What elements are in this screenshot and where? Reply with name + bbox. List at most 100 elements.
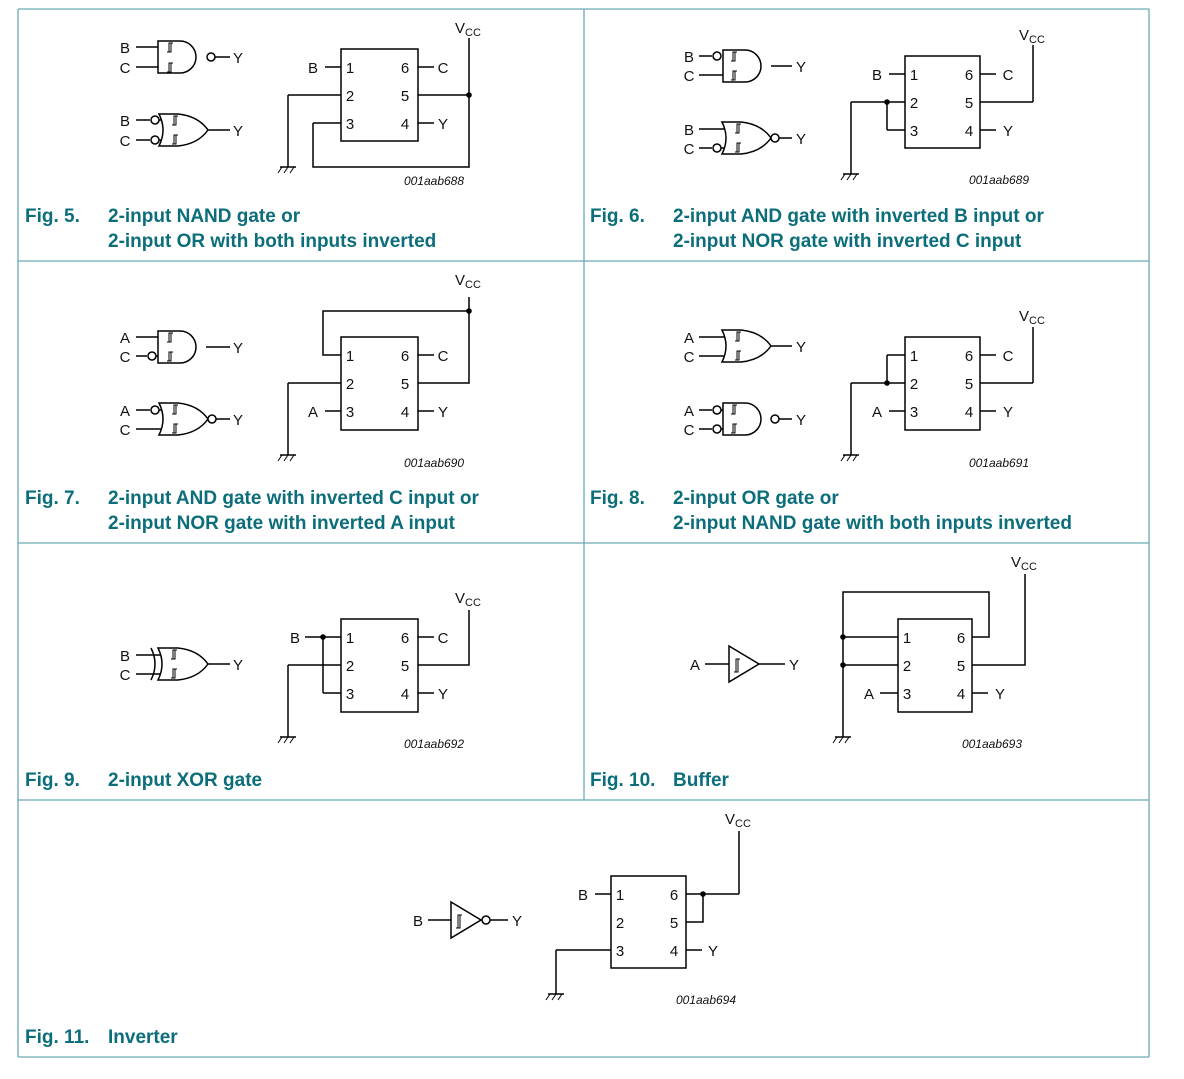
pin-label: Y (438, 404, 448, 421)
pin-label: C (438, 348, 449, 365)
vcc-label: VCC (725, 811, 751, 830)
xor-gate-symbol: B C Y (120, 647, 243, 684)
figure-6: B C Y B C Y (590, 27, 1045, 252)
vcc-label: VCC (455, 590, 481, 609)
vcc-label: VCC (1019, 27, 1045, 46)
pin-label: Y (995, 686, 1005, 703)
figure-title-line: 2-input NAND gate or (108, 206, 301, 227)
pin-number: 5 (401, 376, 409, 393)
pin-label: C (438, 630, 449, 647)
pin-number: 4 (401, 404, 409, 421)
pin-number: 1 (346, 348, 354, 365)
pin-number: 4 (957, 686, 965, 703)
pin-number: 1 (346, 60, 354, 77)
pin-number: 6 (957, 630, 965, 647)
figure-title-line: 2-input NAND gate with both inputs inver… (673, 513, 1072, 534)
figure-code: 001aab694 (676, 993, 736, 1007)
figure-title-line: 2-input NOR gate with inverted C input (673, 231, 1022, 252)
gate-input-label: C (120, 422, 131, 439)
inverter-gate-symbol: B Y (413, 900, 522, 940)
nand-gate-inverted-inputs-symbol: A C Y (684, 402, 806, 439)
and-gate-inverted-c-symbol: A C Y (120, 330, 243, 366)
pin-number: 6 (965, 67, 973, 84)
gate-input-label: C (684, 141, 695, 158)
figure-number: Fig. 10. (590, 770, 655, 791)
vcc-label: VCC (455, 272, 481, 291)
ic-package-wiring: 1 2 3 6 5 4 A Y VCC 001aab693 (832, 554, 1037, 751)
pin-label: B (308, 60, 318, 77)
gate-output-label: Y (233, 50, 243, 67)
gate-input-label: A (684, 330, 694, 347)
pin-label: C (1003, 348, 1014, 365)
ic-package-wiring: 1 2 3 6 5 4 A C Y VCC 001aab690 (277, 272, 481, 470)
figure-10: A Y 1 2 3 6 5 4 A Y VCC 001aab693 Fig. (590, 554, 1037, 791)
pin-label: A (864, 686, 874, 703)
figure-code: 001aab691 (969, 456, 1029, 470)
pin-number: 5 (965, 95, 973, 112)
pin-number: 3 (910, 404, 918, 421)
pin-label: A (872, 404, 882, 421)
pin-number: 5 (957, 658, 965, 675)
figure-code: 001aab690 (404, 456, 464, 470)
figure-code: 001aab692 (404, 737, 464, 751)
gate-input-label: B (684, 49, 694, 66)
figure-number: Fig. 11. (25, 1027, 89, 1048)
pin-number: 3 (616, 943, 624, 960)
gate-input-label: C (120, 133, 131, 150)
gate-input-label: A (120, 403, 130, 420)
figure-title-line: 2-input OR gate or (673, 488, 839, 509)
pin-number: 4 (965, 404, 973, 421)
pin-number: 3 (346, 686, 354, 703)
figure-number: Fig. 7. (25, 488, 80, 509)
pin-number: 6 (401, 348, 409, 365)
pin-label: B (290, 630, 300, 647)
gate-input-label: B (120, 648, 130, 665)
pin-number: 2 (910, 376, 918, 393)
figure-number: Fig. 8. (590, 488, 645, 509)
figure-code: 001aab688 (404, 174, 464, 188)
figure-number: Fig. 6. (590, 206, 645, 227)
pin-number: 6 (965, 348, 973, 365)
gate-input-label: C (684, 68, 695, 85)
gate-output-label: Y (233, 657, 243, 674)
ic-package-wiring: 1 2 3 6 5 4 B C Y VCC 001aab688 (277, 20, 481, 188)
figure-title-line: Buffer (673, 770, 730, 791)
pin-number: 2 (903, 658, 911, 675)
pin-number: 2 (346, 658, 354, 675)
ic-package-wiring: 1 2 3 6 5 4 A C Y VCC 001aab691 (840, 308, 1045, 470)
figure-5: B C Y B C Y (25, 20, 481, 252)
ic-package-wiring: 1 2 3 6 5 4 B Y VCC 001aab694 (545, 811, 751, 1007)
figure-title-line: 2-input NOR gate with inverted A input (108, 513, 456, 534)
pin-number: 2 (910, 95, 918, 112)
gate-input-label: B (120, 40, 130, 57)
pin-number: 1 (346, 630, 354, 647)
figure-number: Fig. 9. (25, 770, 80, 791)
pin-number: 4 (670, 943, 678, 960)
and-gate-inverted-b-symbol: B C Y (684, 49, 806, 85)
gate-input-label: C (120, 60, 131, 77)
gate-input-label: B (684, 122, 694, 139)
nor-gate-inverted-c-symbol: B C Y (684, 121, 806, 158)
figure-table-frame (17, 8, 1150, 1058)
or-gate-symbol: A C Y (684, 329, 806, 366)
pin-label: B (578, 887, 588, 904)
pin-number: 1 (910, 348, 918, 365)
pin-number: 5 (965, 376, 973, 393)
pin-number: 1 (910, 67, 918, 84)
pin-number: 1 (903, 630, 911, 647)
gate-input-label: C (684, 349, 695, 366)
pin-label: Y (438, 686, 448, 703)
ic-package-wiring: 1 2 3 6 5 4 B C Y VCC 001aab692 (277, 590, 481, 751)
figure-number: Fig. 5. (25, 206, 80, 227)
pin-label: C (1003, 67, 1014, 84)
figure-9: B C Y 1 2 3 6 5 4 B C Y VCC 001aab6 (25, 590, 481, 791)
pin-number: 4 (401, 686, 409, 703)
pin-number: 3 (346, 116, 354, 133)
figure-title-line: Inverter (108, 1027, 178, 1048)
gate-input-label: A (690, 657, 700, 674)
gate-input-label: C (120, 349, 131, 366)
or-gate-inverted-inputs-symbol: B C Y (120, 113, 243, 150)
pin-label: Y (708, 943, 718, 960)
pin-number: 5 (670, 915, 678, 932)
pin-number: 5 (401, 88, 409, 105)
